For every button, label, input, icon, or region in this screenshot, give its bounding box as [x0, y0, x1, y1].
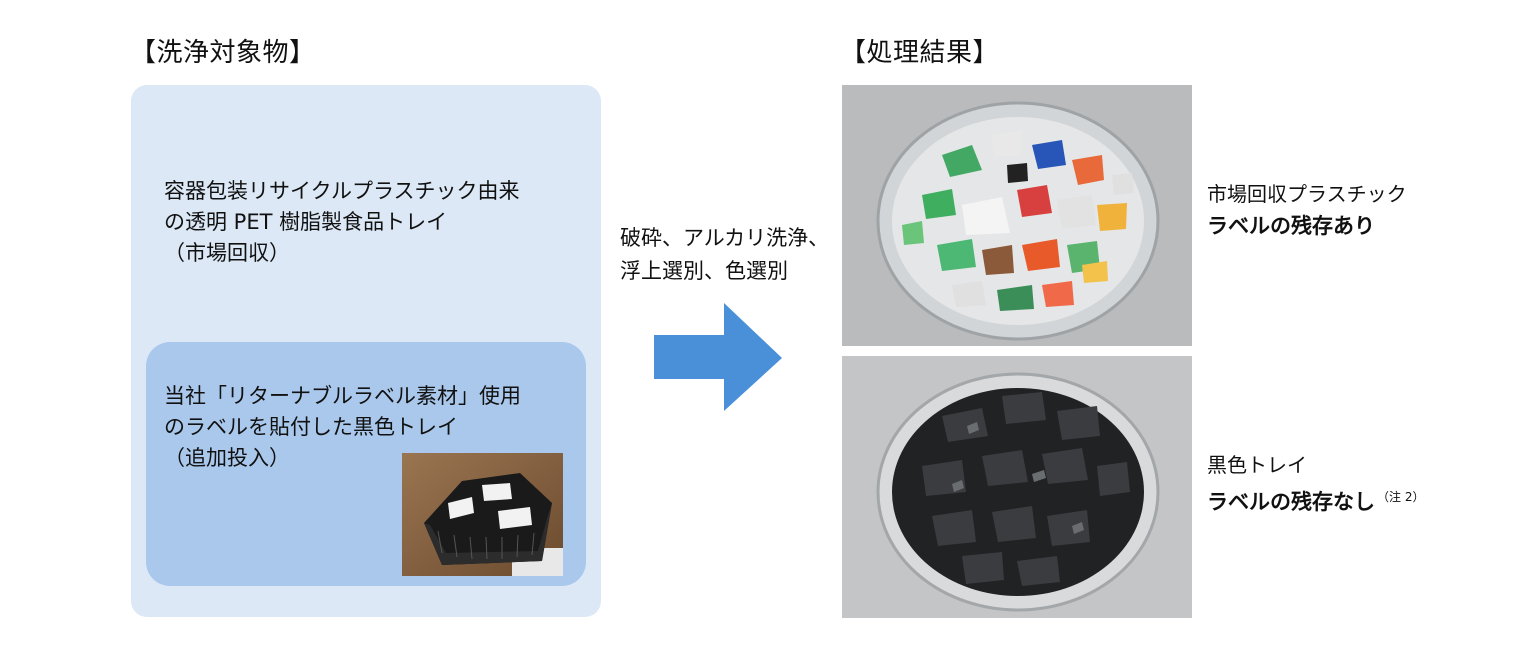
process-arrow-icon [652, 303, 784, 413]
result-1-line-1: 市場回収プラスチック [1207, 178, 1407, 210]
added-line-2: のラベルを貼付した黒色トレイ [164, 412, 521, 443]
result-2-line-2: ラベルの残存なし（注 2） [1207, 481, 1424, 518]
result-2-line-2-text: ラベルの残存なし [1207, 490, 1375, 514]
black-tray-result-photo [842, 356, 1192, 618]
left-heading: 【洗浄対象物】 [130, 32, 316, 69]
target-description: 容器包装リサイクルプラスチック由来 の透明 PET 樹脂製食品トレイ （市場回収… [164, 176, 520, 269]
added-line-1: 当社「リターナブルラベル素材」使用 [164, 381, 521, 412]
result-1-description: 市場回収プラスチック ラベルの残存あり [1207, 178, 1407, 242]
black-tray-photo [402, 453, 563, 576]
target-line-3: （市場回収） [164, 238, 520, 269]
result-2-line-1: 黒色トレイ [1207, 449, 1424, 481]
mixed-plastic-result-photo [842, 85, 1192, 346]
target-line-2: の透明 PET 樹脂製食品トレイ [164, 207, 520, 238]
target-line-1: 容器包装リサイクルプラスチック由来 [164, 176, 520, 207]
right-heading: 【処理結果】 [840, 32, 999, 69]
process-description: 破砕、アルカリ洗浄、 浮上選別、色選別 [620, 222, 829, 288]
process-line-1: 破砕、アルカリ洗浄、 [620, 222, 829, 255]
result-2-description: 黒色トレイ ラベルの残存なし（注 2） [1207, 449, 1424, 518]
process-line-2: 浮上選別、色選別 [620, 255, 829, 288]
result-1-line-2: ラベルの残存あり [1207, 210, 1407, 242]
note-2-marker: （注 2） [1377, 490, 1424, 504]
